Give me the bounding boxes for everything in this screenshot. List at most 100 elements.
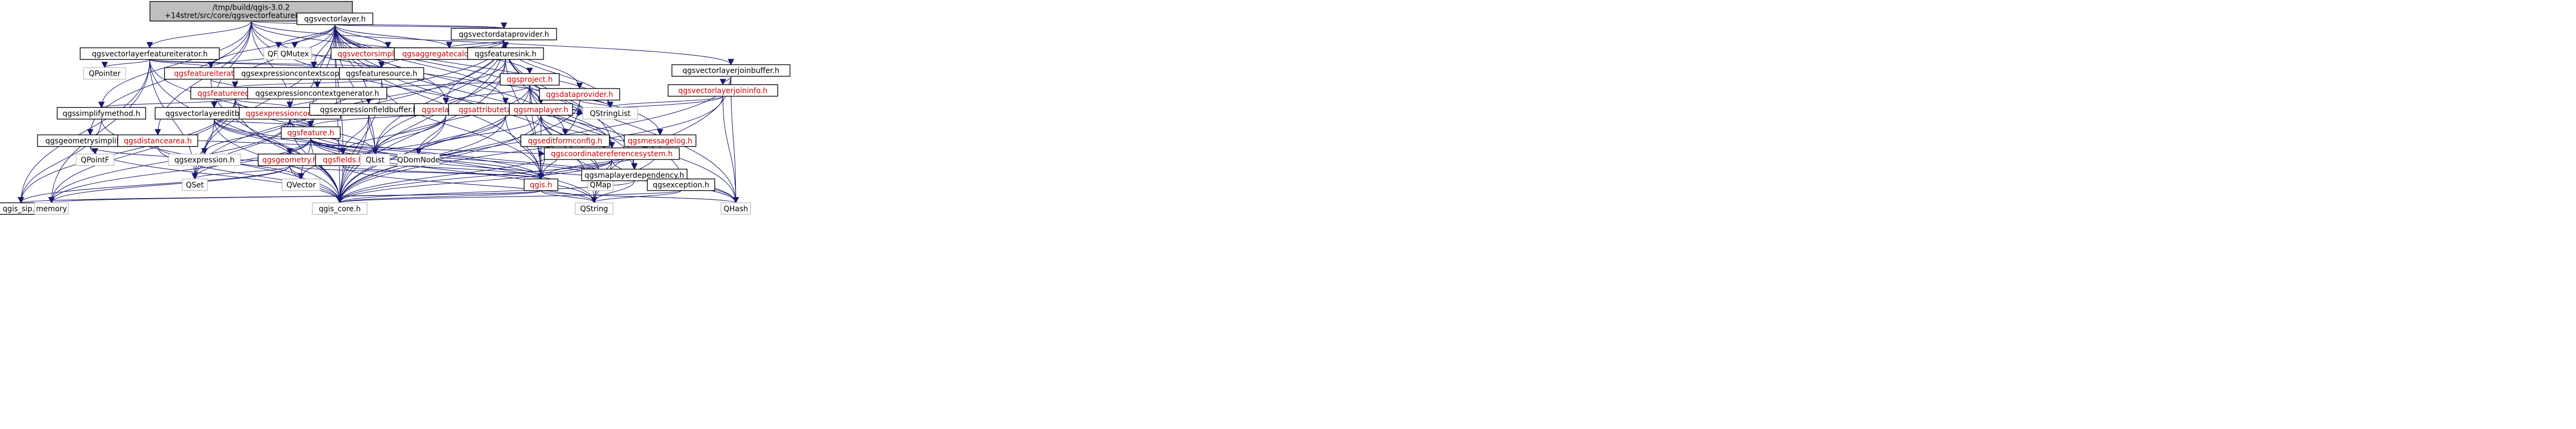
edge-qgsgeometry-to-qgis_sip	[18, 165, 291, 203]
node-qgsvectorlayerjoinbuffer-label: qgsvectorlayerjoinbuffer.h	[683, 67, 780, 75]
node-qgsgeometry[interactable]: qgsgeometry.h	[258, 154, 322, 166]
edge-qgscoordinatereferencesystem-to-qgis	[538, 159, 612, 180]
node-qgscoordinatereferencesystem-box	[544, 147, 680, 160]
edge-qgscoordinatereferencesystem-to-qgis_core	[336, 159, 612, 203]
node-qgsmaplayer[interactable]: qgsmaplayer.h	[509, 103, 573, 116]
edge-qgsvectorlayerjoininfo-to-qhash	[722, 96, 739, 203]
node-qgsproject[interactable]: qgsproject.h	[500, 73, 560, 86]
node-memory: memory	[34, 202, 69, 215]
edge-qgsvectorlayerfeatureiterator-to-memory	[48, 59, 150, 203]
node-qgsfeaturesource-box	[339, 67, 424, 80]
node-qgsvectorlayerjoininfo-label: qgsvectorlayerjoininfo.h	[678, 86, 768, 95]
node-qstringlist: QStringList	[582, 107, 638, 120]
edge-qgsgeometry-to-qset	[191, 165, 291, 180]
node-qset: QSet	[182, 178, 208, 191]
edge-qgsfeature-to-qstring	[310, 138, 597, 203]
edge-qgsvectorlayer-to-qgsvectordataprovider	[334, 22, 507, 29]
node-qgssimplifymethod[interactable]: qgssimplifymethod.h	[56, 107, 146, 120]
node-qgsmaplayer-label: qgsmaplayer.h	[513, 106, 568, 114]
node-qgsexpressioncontextgenerator[interactable]: qgsexpressioncontextgenerator.h	[247, 87, 387, 100]
edge-qgsvectorlayerfeatureiterator-to-qpointer	[101, 59, 150, 69]
edge-qgsexpressioncontext-to-qgsexpression	[201, 119, 291, 155]
edge-qgsmaplayer-to-qstringlist	[572, 108, 584, 114]
node-qpointer: QPointer	[83, 67, 126, 80]
node-memory-box	[34, 202, 69, 215]
node-qgsmaplayer-box	[509, 103, 573, 116]
edge-qgsfeature-to-qset	[191, 138, 312, 180]
node-qgscoordinatereferencesystem[interactable]: qgscoordinatereferencesystem.h	[544, 147, 680, 160]
node-qpointf-label: QPointF	[81, 156, 109, 165]
edge-qgsvectorlayer-to-qgsvectorsimplifymethod	[334, 24, 392, 49]
node-qgsexception[interactable]: qgsexception.h	[647, 178, 715, 191]
node-qgis-box	[524, 178, 559, 191]
node-qdomnode: QDomNode	[397, 154, 440, 166]
node-qdomnode-label: QDomNode	[397, 156, 440, 165]
node-qgssimplifymethod-label: qgssimplifymethod.h	[63, 110, 140, 118]
node-qgsgeometry-label: qgsgeometry.h	[262, 156, 317, 165]
node-qgis_sip-label: qgis_sip.h	[3, 205, 39, 213]
edge-root-to-qgssimplifymethod	[98, 21, 252, 108]
node-qgsmessagelog[interactable]: qgsmessagelog.h	[624, 134, 697, 147]
edge-qgsvectordataprovider-to-qlist	[372, 40, 504, 155]
edge-qgsproject-to-qlist	[372, 85, 530, 155]
edge-qgsvectordataprovider-to-qgsaggregatecalculator	[446, 39, 504, 49]
edge-qgsvectorlayerfeatureiterator-to-qgsexpressioncontextscopegenerator	[149, 59, 317, 69]
edge-qgsfeatureiterator-to-qgsfeaturerequest	[211, 78, 238, 88]
node-qgis[interactable]: qgis.h	[524, 178, 559, 191]
node-qgsvectorlayer[interactable]: qgsvectorlayer.h	[296, 12, 373, 25]
edge-qgsdistancearea-to-qgscoordinatereferencesystem	[198, 140, 545, 157]
node-qstringlist-box	[582, 107, 638, 120]
node-qstring-label: QString	[580, 205, 608, 213]
node-qgsfeature-label: qgsfeature.h	[287, 129, 334, 137]
edge-qgsvectorlayerfeatureiterator-to-qgis_sip	[18, 59, 150, 203]
node-qgsexpressionfieldbuffer[interactable]: qgsexpressionfieldbuffer.h	[309, 103, 429, 116]
edge-qgsmaplayer-to-qmap	[540, 115, 604, 180]
node-qgsexpressionfieldbuffer-label: qgsexpressionfieldbuffer.h	[320, 106, 418, 114]
edge-qgis-to-memory	[48, 190, 541, 203]
node-qgsproject-box	[500, 73, 560, 86]
edge-qgsdistancearea-to-qgis_core	[157, 146, 343, 203]
node-qgsfeaturesink[interactable]: qgsfeaturesink.h	[467, 47, 544, 60]
node-qgsexpressioncontextgenerator-label: qgsexpressioncontextgenerator.h	[255, 89, 379, 98]
edge-qgsmaplayer-to-qgis_core	[336, 115, 541, 203]
node-qgsfeaturesink-box	[467, 47, 544, 60]
node-qgsmaplayerdependency-label: qgsmaplayerdependency.h	[584, 171, 684, 180]
node-qgsvectorlayer-box	[296, 12, 373, 25]
node-qstring-box	[575, 202, 614, 215]
node-qset-box	[182, 178, 208, 191]
node-qgsvectordataprovider[interactable]: qgsvectordataprovider.h	[451, 28, 558, 41]
node-qgsvectorlayerfeatureiterator[interactable]: qgsvectorlayerfeatureiterator.h	[79, 47, 220, 60]
node-qhash: QHash	[720, 202, 751, 215]
node-qgsvectorlayerjoinbuffer[interactable]: qgsvectorlayerjoinbuffer.h	[671, 64, 791, 77]
node-qgis_core-label: qgis_core.h	[319, 205, 360, 213]
edge-root-to-qgsvectordataprovider	[251, 20, 507, 29]
node-qgsvectorlayerjoinbuffer-box	[671, 64, 791, 77]
edge-qgsfeaturesource-to-qgis	[381, 79, 545, 180]
node-qgsgeometrysimplifier[interactable]: qgsgeometrysimplifier.h	[37, 134, 143, 147]
edge-qgsvectorlayerjoininfo-to-qstringlist	[607, 96, 723, 108]
node-qgsfeatureiterator-label: qgsfeatureiterator.h	[174, 70, 248, 78]
node-qgsfeature[interactable]: qgsfeature.h	[280, 126, 341, 139]
edge-qgsgeometry-to-memory	[48, 165, 291, 203]
node-qgscoordinatereferencesystem-label: qgscoordinatereferencesystem.h	[551, 150, 673, 158]
node-qlist-box	[360, 154, 390, 166]
node-qgsexpression-box	[168, 154, 241, 166]
node-qgis-label: qgis.h	[530, 181, 552, 190]
node-qpointf: QPointF	[75, 154, 114, 166]
node-qgsexpression-label: qgsexpression.h	[175, 156, 235, 165]
edge-qgsfeaturesource-to-qgsfeaturerequest	[232, 78, 382, 88]
node-qgsdataprovider[interactable]: qgsdataprovider.h	[539, 88, 620, 101]
node-qgseditformconfig[interactable]: qgseditformconfig.h	[520, 134, 610, 147]
edge-qgsexpressioncontext-to-qgsfeature	[290, 119, 314, 128]
node-memory-label: memory	[36, 205, 67, 213]
node-qgsvectorlayerjoininfo[interactable]: qgsvectorlayerjoininfo.h	[668, 84, 778, 97]
node-qgis_core: qgis_core.h	[312, 202, 368, 215]
node-qgsfeaturesource[interactable]: qgsfeaturesource.h	[339, 67, 424, 80]
node-qgsdistancearea[interactable]: qgsdistancearea.h	[117, 134, 198, 147]
edge-qgsvectorlayer-to-qfont	[275, 24, 336, 49]
edge-qgsvectorlayer-to-qgsfeatureiterator	[207, 24, 336, 69]
node-qgsproject-label: qgsproject.h	[506, 76, 553, 84]
node-qgsmaplayerdependency[interactable]: qgsmaplayerdependency.h	[581, 169, 688, 181]
edge-qgsattributetableconfig-to-qvector	[298, 115, 506, 180]
